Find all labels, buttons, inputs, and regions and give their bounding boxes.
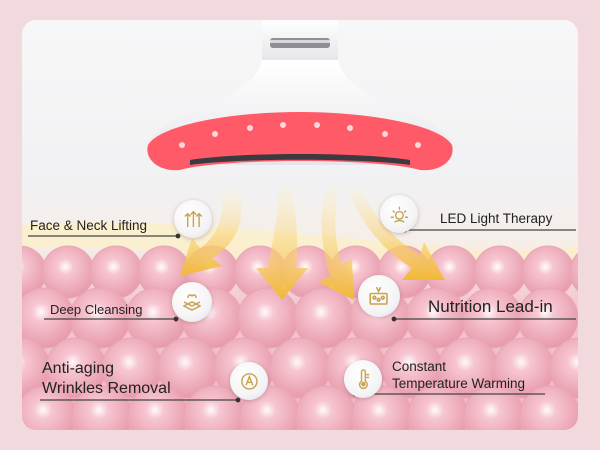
- skin-cell: [463, 385, 525, 430]
- skin-cell: [517, 287, 578, 349]
- energy-arrows: [180, 185, 445, 300]
- label-anti-aging-line1: Anti-aging: [42, 360, 115, 377]
- beauty-device: [147, 20, 453, 171]
- lift-arrows-icon: [174, 200, 212, 238]
- cleansing-layers-icon: [172, 282, 212, 322]
- label-nutrition-lead-in: Nutrition Lead-in: [428, 297, 553, 316]
- callout-lines: [28, 229, 576, 401]
- skin-cell: [519, 385, 578, 430]
- label-face-neck-lifting: Face & Neck Lifting: [30, 218, 148, 233]
- anti-aging-a-icon: [230, 362, 268, 400]
- skin-cell: [183, 385, 245, 430]
- skin-cell: [295, 385, 357, 430]
- label-anti-aging-line2: Wrinkles Removal: [42, 380, 171, 397]
- led-strip: [147, 112, 453, 171]
- label-led-light-therapy: LED Light Therapy: [440, 211, 553, 226]
- skin-cell: [549, 337, 578, 399]
- label-temperature-line1: Constant: [392, 359, 447, 374]
- serum-bubbles-icon: [358, 275, 400, 317]
- skin-cell: [569, 245, 578, 299]
- label-deep-cleansing: Deep Cleansing: [50, 302, 143, 317]
- label-temperature-line2: Temperature Warming: [392, 376, 526, 391]
- sun-light-icon: [380, 195, 418, 233]
- thermometer-icon: [344, 360, 382, 398]
- skin-cell: [407, 385, 469, 430]
